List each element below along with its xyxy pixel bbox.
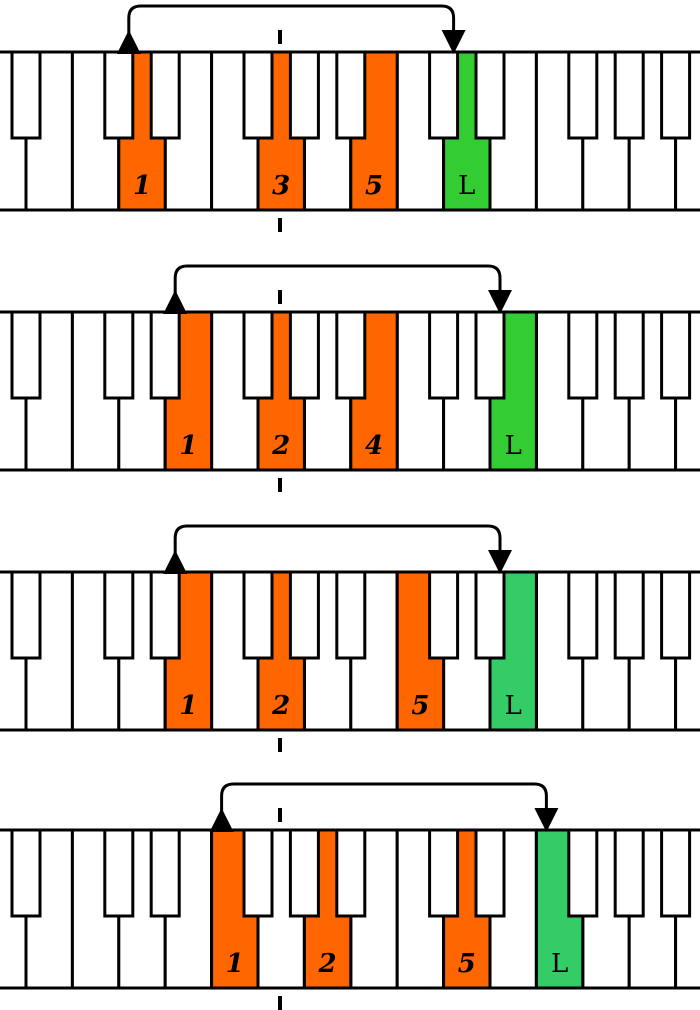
interval-arrow (209, 782, 559, 832)
black-key (288, 310, 320, 400)
black-key (335, 310, 367, 400)
black-key (103, 570, 135, 660)
black-key (242, 570, 274, 660)
black-key (613, 828, 645, 918)
black-key (103, 50, 135, 140)
black-key (242, 50, 274, 140)
finger-label: 1 (133, 171, 151, 201)
black-key (567, 50, 599, 140)
black-key (660, 50, 692, 140)
black-key (288, 50, 320, 140)
black-key (613, 50, 645, 140)
black-key (567, 570, 599, 660)
black-key (149, 828, 181, 918)
black-key (428, 310, 460, 400)
finger-label: 2 (271, 691, 290, 721)
finger-label: 5 (411, 691, 429, 721)
lead-label: L (505, 691, 522, 721)
black-key (660, 570, 692, 660)
lead-label: L (551, 949, 568, 979)
black-key (474, 50, 506, 140)
finger-label: 5 (365, 171, 383, 201)
black-key (103, 310, 135, 400)
finger-label: 2 (318, 949, 337, 979)
black-key (335, 828, 367, 918)
black-key (149, 570, 181, 660)
black-key (660, 828, 692, 918)
black-key (613, 310, 645, 400)
finger-label: 1 (179, 691, 197, 721)
black-key (10, 570, 42, 660)
lead-label: L (505, 431, 522, 461)
black-key (10, 828, 42, 918)
black-key (103, 828, 135, 918)
black-key (567, 310, 599, 400)
black-key (335, 50, 367, 140)
finger-label: 2 (271, 431, 290, 461)
black-key (660, 310, 692, 400)
black-key (428, 50, 460, 140)
black-key (10, 50, 42, 140)
keyboard-row-2: 1 2 4 L (0, 264, 700, 492)
keyboard-row-3: 1 2 5 L (0, 524, 700, 752)
black-key (335, 570, 367, 660)
finger-label: 1 (179, 431, 197, 461)
finger-label: 5 (458, 949, 476, 979)
black-key (474, 310, 506, 400)
black-key (242, 310, 274, 400)
interval-arrow (116, 4, 466, 54)
black-key (428, 828, 460, 918)
black-key (474, 828, 506, 918)
black-key (242, 828, 274, 918)
black-key (149, 50, 181, 140)
black-key (288, 570, 320, 660)
black-key (613, 570, 645, 660)
keyboard-row-4: 1 2 5 L (0, 782, 700, 1010)
finger-label: 3 (272, 171, 290, 201)
keyboard-row-1: 1 3 5 L (0, 4, 700, 232)
interval-arrow (163, 524, 512, 574)
black-key (567, 828, 599, 918)
black-key (474, 570, 506, 660)
black-key (10, 310, 42, 400)
lead-label: L (458, 171, 475, 201)
black-key (428, 570, 460, 660)
interval-arrow (163, 264, 512, 314)
black-key (288, 828, 320, 918)
finger-label: 1 (226, 949, 244, 979)
finger-label: 4 (365, 431, 383, 461)
black-key (149, 310, 181, 400)
